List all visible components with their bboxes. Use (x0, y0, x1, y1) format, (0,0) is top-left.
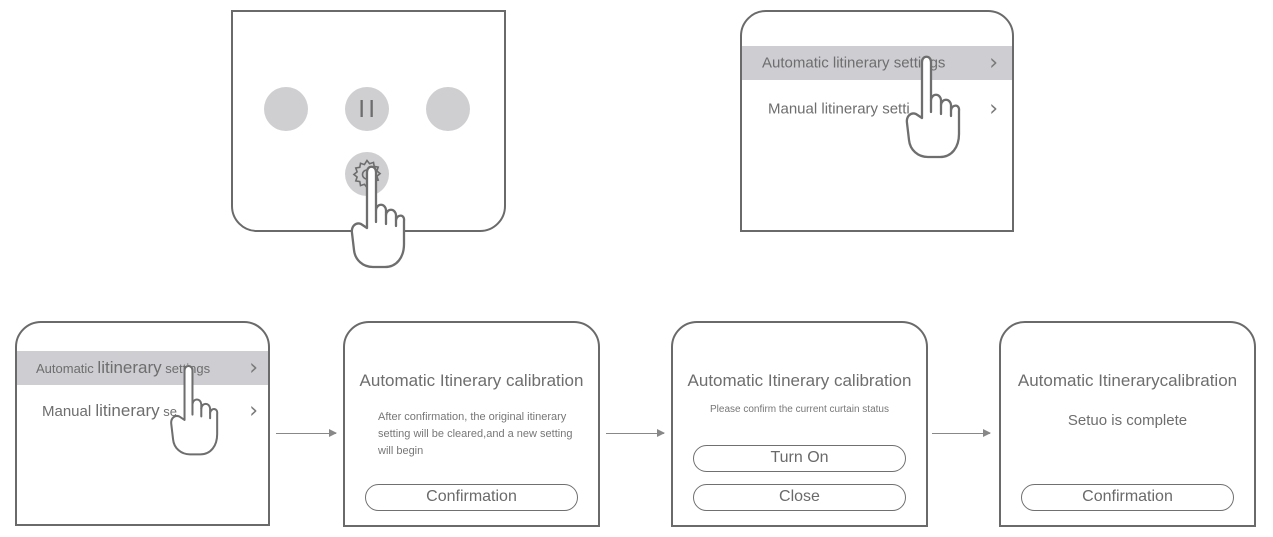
pause-button[interactable] (345, 87, 389, 131)
flow-arrow (606, 429, 665, 437)
message-line: setting will be cleared,and a new settin… (378, 428, 573, 440)
label-part: se (159, 404, 177, 419)
menu-item-automatic[interactable]: Automatic litinerary settings › (17, 351, 268, 385)
confirmation-button[interactable]: Confirmation (1021, 484, 1234, 511)
setup-complete-screen: Automatic Itinerarycalibration Setuo is … (999, 321, 1256, 527)
left-round-button[interactable] (264, 87, 308, 131)
menu-item-manual[interactable]: Manual litinerary se › (17, 394, 268, 428)
screen-title: Automatic Itinerary calibration (687, 371, 912, 390)
label-part: litinerary (97, 358, 162, 377)
screen-title: Automatic Itinerary calibration (359, 371, 584, 390)
menu-item-manual[interactable]: Manual litinerary setti › (742, 92, 1012, 126)
menu-item-automatic[interactable]: Automatic litinerary settings › (742, 46, 1012, 80)
message-line: After confirmation, the original itinera… (378, 411, 567, 423)
calibration-confirm-screen: Automatic Itinerary calibration After co… (343, 321, 600, 527)
flow-arrow (276, 429, 337, 437)
message-text: After confirmation, the original itinera… (378, 409, 572, 460)
menu-item-manual-label: Manual litinerary se (42, 401, 177, 421)
menu-item-automatic-label: Automatic litinerary settings (762, 54, 946, 72)
flow-arrow (932, 429, 991, 437)
message-line: will begin (378, 445, 424, 457)
chevron-right-icon: › (249, 398, 258, 424)
screen-title: Automatic Itinerarycalibration (1017, 371, 1238, 390)
right-round-button[interactable] (426, 87, 470, 131)
menu-item-manual-label: Manual litinerary setti (768, 100, 910, 118)
pointing-hand-icon (905, 55, 961, 159)
settings-menu-top: Automatic litinerary settings › Manual l… (740, 10, 1014, 232)
chevron-right-icon: › (989, 50, 998, 76)
turn-on-button[interactable]: Turn On (693, 445, 906, 472)
message-text: Please confirm the current curtain statu… (710, 404, 889, 415)
chevron-right-icon: › (249, 355, 258, 381)
pointing-hand-icon (350, 165, 406, 269)
pause-icon (360, 100, 373, 117)
pointing-hand-icon (170, 364, 219, 456)
chevron-right-icon: › (989, 96, 998, 122)
settings-menu-bottom: Automatic litinerary settings › Manual l… (15, 321, 270, 526)
complete-message: Setuo is complete (1067, 412, 1188, 429)
close-button[interactable]: Close (693, 484, 906, 511)
label-part: litinerary (95, 401, 160, 420)
confirmation-button[interactable]: Confirmation (365, 484, 578, 511)
label-part: Manual (42, 403, 96, 420)
curtain-status-screen: Automatic Itinerary calibration Please c… (671, 321, 928, 527)
label-part: Automatic (36, 361, 98, 376)
